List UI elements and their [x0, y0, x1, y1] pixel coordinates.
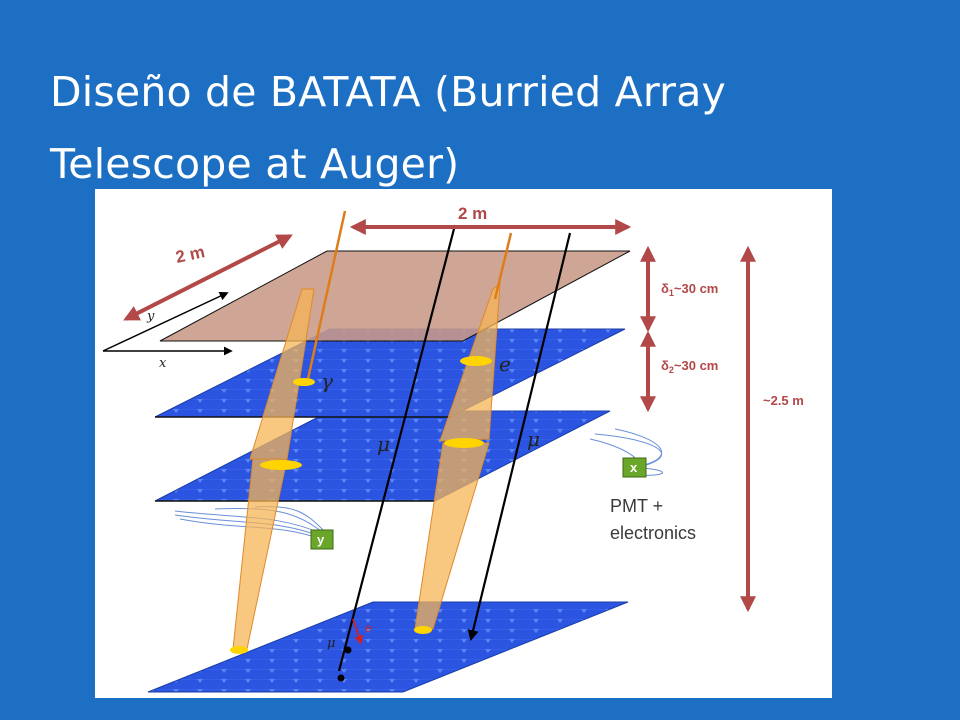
axis-x-label: x	[159, 356, 167, 371]
total-height-label: ~2.5 m	[763, 393, 804, 408]
axis-y-label: y	[146, 309, 155, 324]
pmt-box-y: y	[310, 529, 334, 550]
depth-label: 2 m	[174, 242, 207, 267]
pmt-label-line-2: electronics	[610, 523, 696, 543]
electron-knock-on	[352, 618, 363, 645]
depth-arrow	[123, 234, 293, 321]
gamma-shower-cone	[230, 210, 347, 654]
scintillator-plane-bottom	[147, 601, 629, 693]
diagram-svg: 2 m 2 m y x δ1~30 cm δ2~30 cm ~2.5 m γ e	[102, 204, 804, 693]
slide-title-line-2: Telescope at Auger)	[50, 140, 460, 188]
scintillator-plane-middle	[154, 410, 611, 502]
muon-track-2	[467, 232, 572, 642]
muon-label-1: μ	[377, 432, 390, 456]
electron-shower-cone	[414, 232, 513, 634]
delta2-label: δ2~30 cm	[661, 358, 718, 375]
top-width-label: 2 m	[458, 204, 487, 223]
gamma-label: γ	[321, 369, 333, 393]
pmt-box-x: x	[622, 457, 647, 478]
bottom-muon-label: μ	[327, 636, 335, 651]
muon-label-2: μ	[527, 427, 540, 451]
delta1-label: δ1~30 cm	[661, 281, 718, 298]
svg-text:y: y	[317, 532, 325, 547]
bottom-electron-label: e	[365, 621, 372, 635]
detector-diagram: 2 m 2 m y x δ1~30 cm δ2~30 cm ~2.5 m γ e	[95, 189, 832, 698]
muon-track-1	[337, 224, 457, 672]
svg-text:x: x	[630, 460, 638, 475]
slide-title-line-1: Diseño de BATATA (Burried Array	[50, 68, 726, 116]
coordinate-axes: y x	[102, 291, 233, 371]
electron-label: e	[499, 352, 511, 376]
pmt-label-line-1: PMT +	[610, 496, 663, 516]
scintillator-plane-upper	[154, 328, 626, 418]
